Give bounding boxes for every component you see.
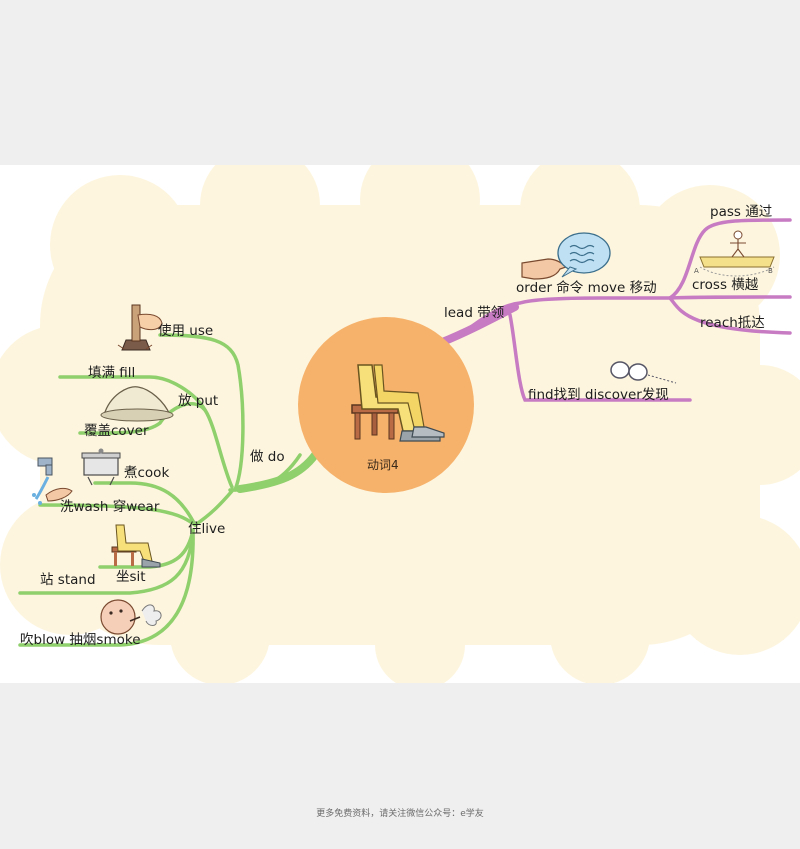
node-live: 住live	[188, 521, 226, 537]
node-put: 放 put	[178, 393, 219, 409]
node-cook: 煮cook	[124, 465, 170, 481]
bridge-label-b: B	[768, 267, 773, 275]
cover-hat-icon	[100, 386, 174, 422]
small-sitting-figure-icon	[111, 524, 161, 568]
pointing-hand-icon	[521, 258, 568, 280]
sitting-person-icon	[351, 364, 445, 442]
bridge-crossing-icon: A B	[694, 230, 775, 277]
node-wash-wear: 洗wash 穿wear	[60, 499, 160, 515]
smoking-face-icon	[100, 599, 162, 635]
node-blow-smoke: 吹blow 抽烟smoke	[20, 632, 141, 648]
left-branches	[18, 333, 302, 647]
node-pass: pass 通过	[710, 204, 773, 220]
node-do: 做 do	[250, 449, 285, 465]
binoculars-icon	[610, 361, 677, 384]
hammer-hand-icon	[117, 304, 163, 351]
cloud-background	[0, 165, 800, 683]
node-cross: cross 横越	[692, 277, 759, 293]
node-sit: 坐sit	[116, 569, 146, 585]
node-use: 使用 use	[158, 323, 214, 339]
node-reach: reach抵达	[700, 315, 765, 331]
center-topic: 动词4	[367, 458, 399, 472]
node-cover: 覆盖cover	[84, 423, 149, 439]
cooking-pot-icon	[81, 448, 121, 486]
node-fill: 填满 fill	[88, 365, 136, 381]
speech-bubble-icon	[557, 232, 611, 278]
washing-tap-icon	[32, 457, 73, 505]
node-find-discover: find找到 discover发现	[528, 387, 669, 403]
left-trunk	[236, 451, 319, 493]
node-lead: lead 带领	[444, 305, 505, 321]
mindmap-canvas: A B 动词4 做 do 使用 use 放 put 填满 fill 覆盖cove…	[0, 165, 800, 683]
bridge-label-a: A	[694, 267, 699, 275]
mindmap-drawing: A B	[0, 165, 800, 683]
right-trunk	[436, 303, 519, 347]
footer-note: 更多免费资料，请关注微信公众号：e学友	[316, 809, 484, 819]
node-stand: 站 stand	[40, 572, 96, 588]
node-order-move: order 命令 move 移动	[516, 280, 657, 296]
